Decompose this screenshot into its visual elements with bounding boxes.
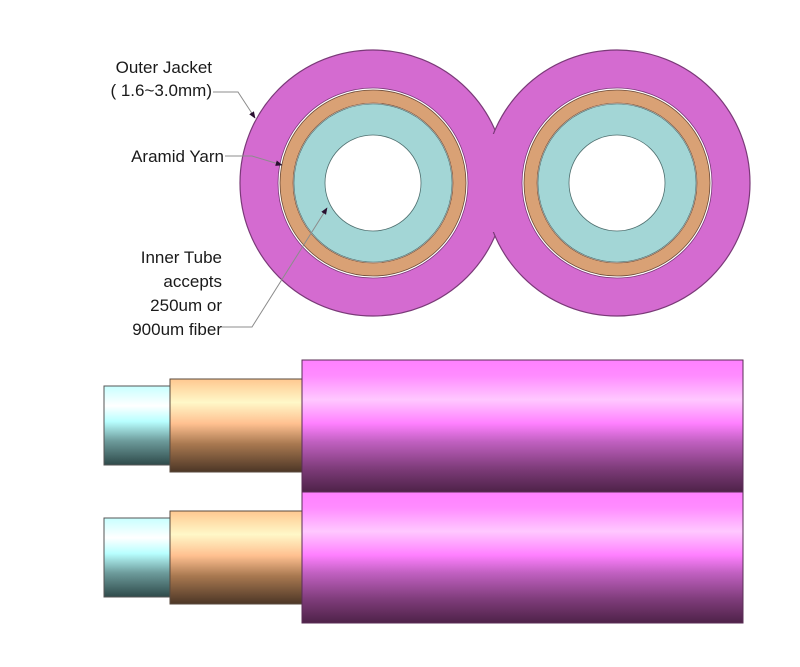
side-inner-tube xyxy=(103,517,171,598)
side-inner-tube xyxy=(103,385,171,466)
right-fiber-cross-section xyxy=(521,87,713,279)
leader-lines xyxy=(213,91,328,328)
side-cable-top xyxy=(103,359,744,493)
inner-tube-leader xyxy=(222,207,328,328)
inner-tube-label-line4: 900um fiber xyxy=(132,320,222,339)
inner-tube-label: Inner Tube accepts 250um or 900um fiber xyxy=(40,246,222,342)
side-aramid-yarn xyxy=(169,510,303,605)
side-outer-jacket xyxy=(301,359,744,493)
outer-jacket-label-line1: Outer Jacket xyxy=(115,58,212,77)
aramid-yarn-label-text: Aramid Yarn xyxy=(131,147,224,166)
side-aramid-yarn xyxy=(169,378,303,473)
side-outer-jacket xyxy=(301,491,744,624)
outer-jacket-label-line2: ( 1.6~3.0mm) xyxy=(110,81,212,100)
side-view xyxy=(103,359,744,624)
outer-jacket-leader xyxy=(213,91,256,119)
side-cable-bottom xyxy=(103,491,744,624)
left-fiber-cross-section xyxy=(277,87,469,279)
inner-tube-label-line1: Inner Tube xyxy=(140,248,222,267)
inner-tube-label-line2: accepts xyxy=(163,272,222,291)
aramid-yarn-leader xyxy=(225,155,283,166)
outer-jacket-label: Outer Jacket ( 1.6~3.0mm) xyxy=(60,56,212,102)
aramid-yarn-label: Aramid Yarn xyxy=(60,145,224,168)
inner-tube-label-line3: 250um or xyxy=(150,296,222,315)
cross-section xyxy=(239,49,751,317)
